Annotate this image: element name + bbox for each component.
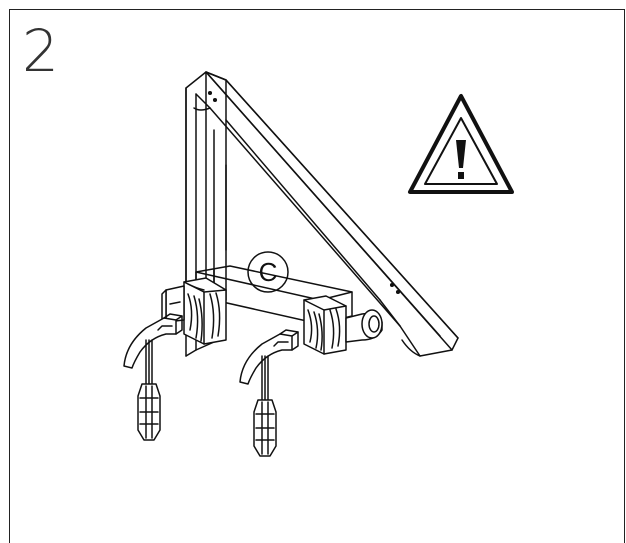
clamp-screw-right bbox=[345, 309, 383, 343]
part-callout-label: C bbox=[259, 257, 278, 287]
part-callout-icon: C bbox=[247, 251, 289, 293]
wood-block-left bbox=[183, 277, 227, 345]
hammer-icon bbox=[123, 313, 183, 441]
instruction-panel-frame bbox=[9, 9, 625, 543]
hammer-icon bbox=[239, 329, 299, 457]
wood-block-right bbox=[303, 295, 347, 355]
warning-triangle-icon bbox=[408, 94, 514, 194]
clamp-pad-left bbox=[161, 285, 185, 323]
step-number: 2 bbox=[22, 17, 59, 85]
